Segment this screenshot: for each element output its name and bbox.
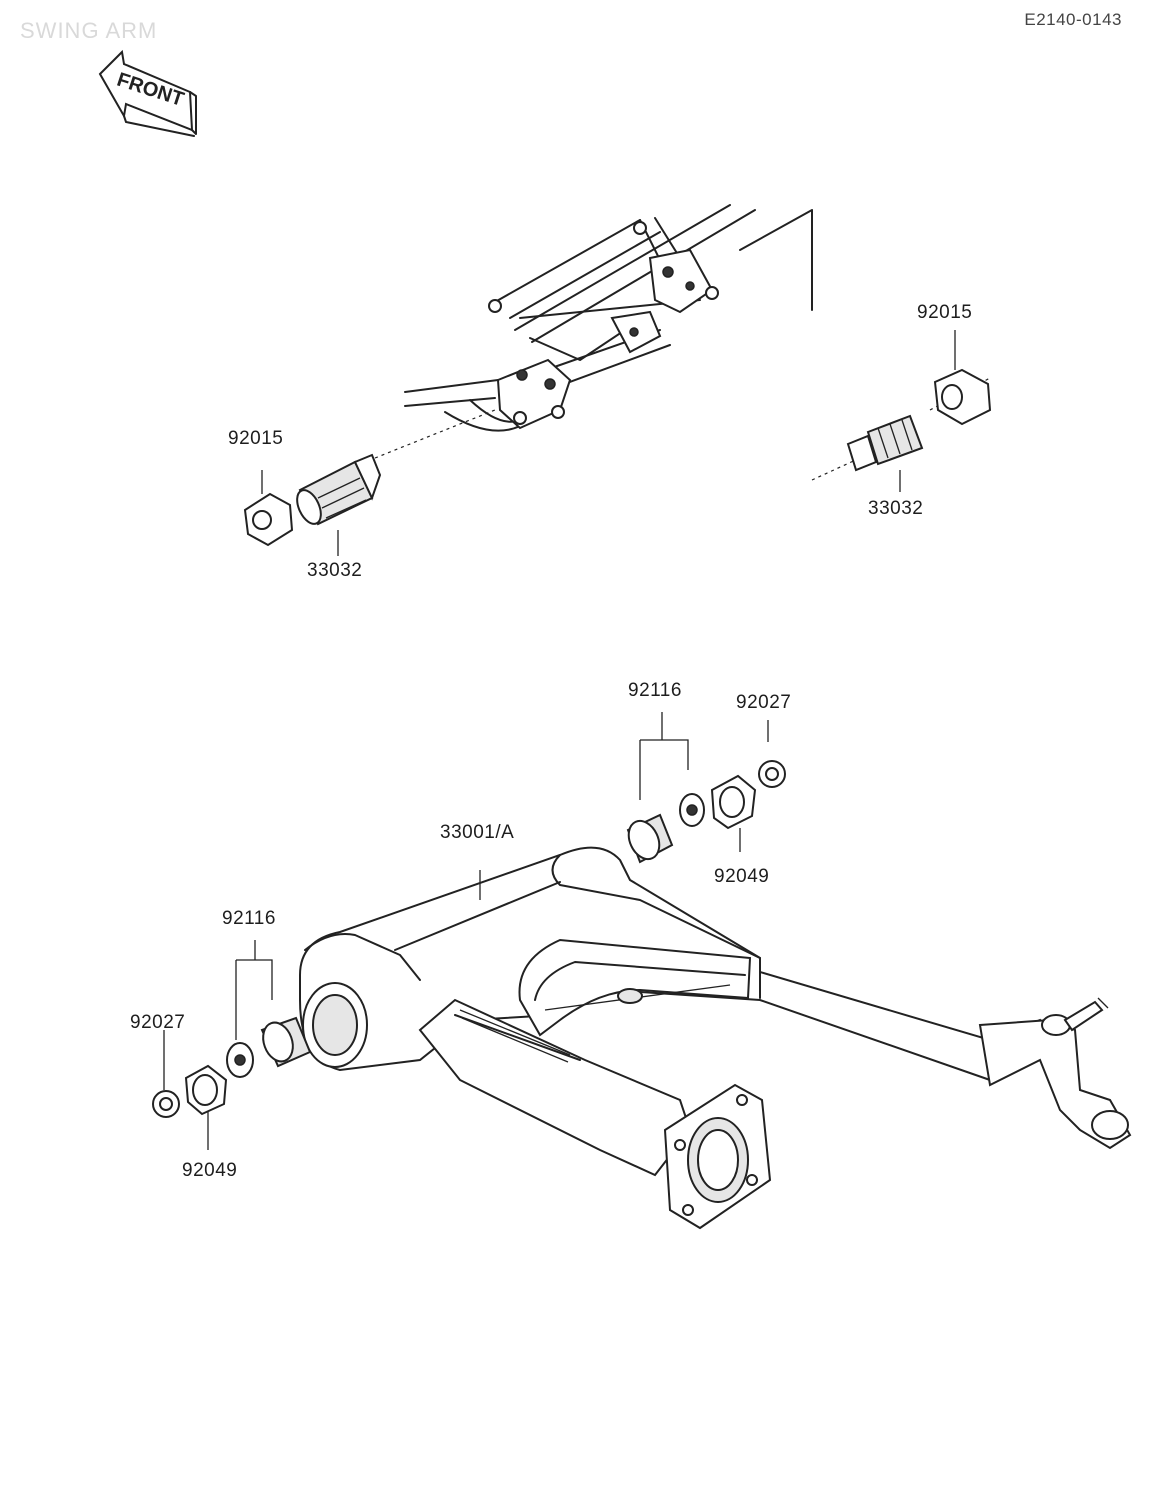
part-label-33032-left: 33032 [307,560,363,581]
diagram-title: SWING ARM [20,18,158,43]
part-label-92049-left: 92049 [182,1160,238,1181]
right-bearing-parts [626,712,786,864]
diagram-code: E2140-0143 [1024,10,1122,29]
part-label-33001A: 33001/A [440,822,515,843]
front-arrow-sign: FRONT [98,49,197,137]
left-bearing-parts [152,940,312,1150]
part-label-92116-right: 92116 [628,680,682,701]
part-label-92116-left: 92116 [222,908,276,929]
part-label-92015-left: 92015 [228,428,284,449]
swing-arm-body [299,846,1132,1230]
upper-left-pivot-assembly [243,409,496,556]
upper-right-pivot-assembly [811,330,992,492]
part-label-92027-right: 92027 [736,692,792,713]
part-label-92049-right: 92049 [714,866,770,887]
part-label-33032-right: 33032 [868,498,924,519]
part-label-92015-right: 92015 [917,302,973,323]
frame-section [404,204,813,432]
part-label-92027-left: 92027 [130,1012,186,1033]
